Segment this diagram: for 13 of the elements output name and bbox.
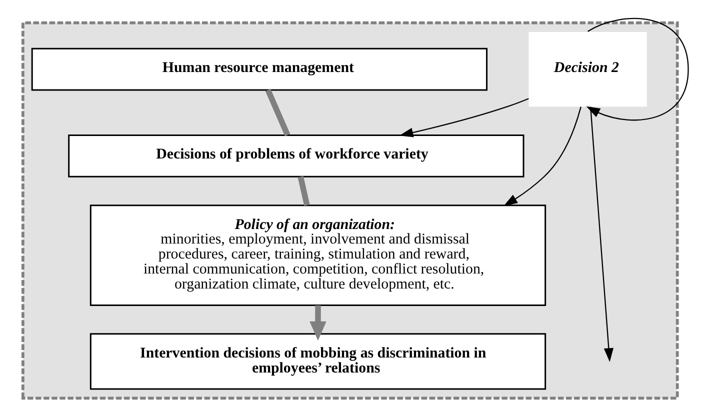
- arrow: [503, 106, 581, 206]
- connector: [297, 176, 310, 206]
- node-box: Intervention decisions of mobbing as discrimination in employees’ relations: [89, 332, 546, 390]
- arrow: [309, 304, 326, 340]
- node-box: Policy of an organization: minorities, employment, involvement and dismissal procedures, career, training, stimulation and reward, internal communication, competition, conflict resolution, organization climate, culture development, etc.: [89, 204, 546, 306]
- arrow: [398, 98, 528, 137]
- arrow: [586, 18, 688, 120]
- node-box: Human resource management: [30, 47, 488, 90]
- cluster: [20, 20, 678, 400]
- arrow: [586, 106, 614, 362]
- node-box: Decision 2: [528, 31, 646, 106]
- node-box: Decisions of problems of workforce variety: [68, 134, 524, 177]
- connector: [264, 88, 290, 136]
